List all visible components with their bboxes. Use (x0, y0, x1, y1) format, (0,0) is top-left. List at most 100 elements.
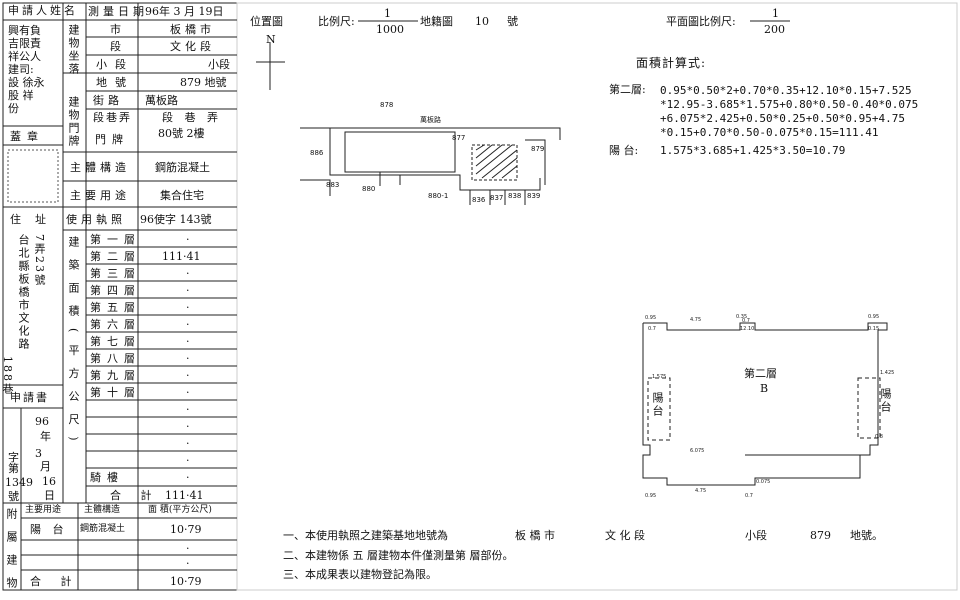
door-lane-value: 段 巷 弄 (162, 111, 222, 124)
survey-date-label: 測量日期 (88, 5, 148, 18)
address-alley: 188巷 (1, 356, 14, 396)
location-map-title: 位置圖 (250, 15, 283, 28)
floor-area: · (186, 403, 190, 416)
floor-area: · (186, 386, 190, 399)
floor-area: · (186, 471, 190, 484)
loc-city-label: 市 (110, 23, 121, 36)
plan-dim: 0.35 (736, 314, 747, 320)
floor-name: 第八層 (90, 352, 141, 365)
plan-dim: 0.95 (645, 315, 656, 321)
plan-scale-num: 1 (772, 7, 779, 20)
parcel-number: 877 (452, 134, 466, 142)
floor-name: 騎樓 (90, 471, 124, 484)
plan-dim: 0.7 (648, 326, 656, 332)
plan-dim: 1.575 (652, 374, 666, 380)
usage-value: 集合住宅 (160, 189, 204, 202)
plan-dim: 0.15 (868, 326, 879, 332)
floors-total-value: 111·41 (165, 489, 204, 502)
plan-scale-label: 平面圖比例尺: (666, 15, 736, 28)
floor-area: · (186, 369, 190, 382)
floor-area: · (186, 267, 190, 280)
plan-dim: 12.10 (740, 326, 754, 332)
parcel-number: 879 (531, 145, 545, 153)
annex-side-label: 附屬建物 (5, 508, 18, 600)
parcel-number: 838 (508, 192, 522, 200)
note-1-subsection: 小段 (745, 529, 767, 542)
sheet-unit: 號 (507, 15, 518, 28)
floor-area: · (186, 233, 190, 246)
usage-label: 主要用途 (70, 189, 130, 202)
floor-area: · (186, 335, 190, 348)
parcel-number: 883 (326, 181, 340, 189)
floor-area: · (186, 437, 190, 450)
doc-di: 第 (8, 462, 19, 475)
location-scale-num: 1 (384, 7, 391, 20)
plan-dim: 0.7 (745, 493, 753, 499)
address-text: 台北縣板橋市文化路 (17, 234, 30, 351)
floors-total-label: 合 計 (110, 489, 160, 502)
floor-name: 第十層 (90, 386, 141, 399)
door-street-value: 萬板路 (145, 94, 178, 107)
floor-area: · (186, 454, 190, 467)
floor-area: · (186, 352, 190, 365)
road-label: 萬板路 (420, 116, 441, 124)
doorplate-group-label: 建物門牌 (67, 96, 80, 148)
note-1-lot: 879 (810, 529, 831, 542)
doc-month: 3 (35, 447, 42, 460)
plan-balcony-left: 陽台 (651, 392, 664, 418)
parcel-number: 880 (362, 185, 376, 193)
floors-group-label: 建築面積(平方公尺) (67, 236, 80, 453)
doc-day-unit: 日 (44, 489, 55, 502)
floor-name: 第二層 (90, 250, 141, 263)
area-calc-balcony-formula: 1.575*3.685+1.425*3.50=10.79 (660, 144, 846, 157)
license-value: 96使字 143號 (140, 213, 212, 226)
north-arrow-label: N (266, 33, 276, 46)
note-1-prefix: 一、本使用執照之建築基地地號為 (283, 529, 448, 542)
area-calc-balcony-label: 陽 台: (609, 144, 639, 157)
plan-dim: 4.75 (695, 488, 706, 494)
floor-name: 第五層 (90, 301, 141, 314)
annex-row-use: 陽 台 (30, 523, 68, 536)
survey-date-value: 96年 3 月 19日 (145, 5, 224, 18)
doc-month-unit: 月 (40, 460, 51, 473)
doc-no-unit: 號 (8, 490, 19, 503)
floor-area: 111·41 (162, 250, 201, 263)
plan-floor-label: 第二層 (744, 367, 777, 380)
plan-dim: 0.7 (742, 318, 750, 324)
plan-dim: 4.75 (690, 317, 701, 323)
door-no-label: 門牌 (95, 133, 129, 146)
floor-name: 第七層 (90, 335, 141, 348)
plan-dim: 0.075 (756, 479, 770, 485)
parcel-number: 836 (472, 196, 486, 204)
loc-section-value: 文化段 (170, 40, 215, 53)
structure-value: 鋼筋混凝土 (155, 161, 210, 174)
floor-name: 第九層 (90, 369, 141, 382)
parcel-number: 880-1 (428, 192, 449, 200)
loc-subsection-label: 小段 (96, 58, 134, 71)
doc-year: 96 (35, 415, 49, 428)
annex-header-struct: 主體構造 (84, 505, 121, 515)
plan-unit-label: B (760, 382, 769, 395)
plan-dim: 1.425 (880, 370, 894, 376)
area-calc-floor2-formula: 0.95*0.50*2+0.70*0.35+12.10*0.15+7.525 *… (660, 84, 919, 139)
floor-plan-drawing (642, 20, 888, 486)
plan-dim: 0.95 (868, 314, 879, 320)
doc-no: 1349 (5, 476, 33, 489)
address-lane: 7弄23號 (33, 234, 46, 287)
parcel-number: 878 (380, 101, 394, 109)
annex-header-area: 面 積(平方公尺) (148, 505, 212, 515)
loc-subsection-value: 小段 (208, 58, 230, 71)
plan-scale-den: 200 (764, 23, 785, 36)
applicant-label: 申請人姓名 (8, 4, 78, 17)
note-1-city: 板 橋 市 (515, 529, 555, 542)
license-label: 使用執照 (66, 213, 126, 226)
annex-total-value: 10·79 (170, 575, 202, 588)
annex-header-use: 主要用途 (25, 505, 62, 515)
doc-year-unit: 年 (40, 430, 51, 443)
sheet-no: 10 (475, 15, 489, 28)
loc-city-value: 板橋市 (170, 23, 215, 36)
floor-name: 第四層 (90, 284, 141, 297)
door-no-value: 80號 2樓 (158, 127, 205, 140)
location-group-label: 建物坐落 (67, 24, 80, 76)
